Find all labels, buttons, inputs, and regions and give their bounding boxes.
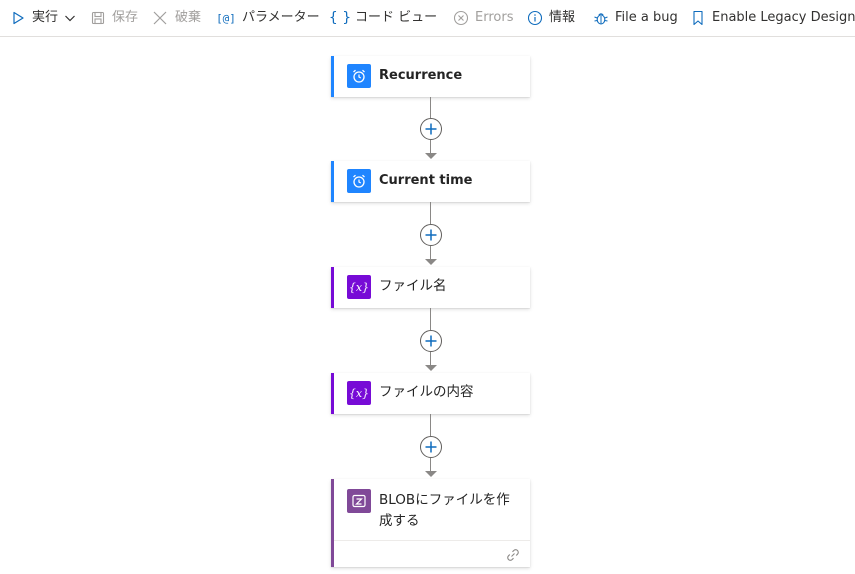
plus-icon	[425, 441, 437, 453]
plus-icon	[425, 229, 437, 241]
connector-line	[430, 97, 431, 118]
discard-label: 破棄	[175, 10, 202, 25]
card-accent	[331, 56, 334, 97]
save-icon	[90, 10, 106, 26]
save-button[interactable]: 保存	[90, 0, 138, 36]
info-button[interactable]: 情報	[527, 0, 575, 36]
workflow-canvas: Recurrence Current time {x} ファイル名	[0, 37, 855, 574]
code-view-button[interactable]: { } コード ビュー	[328, 0, 438, 36]
info-label: 情報	[549, 10, 576, 25]
parameters-button[interactable]: [@] パラメーター	[216, 0, 320, 36]
link-icon[interactable]	[506, 547, 520, 561]
connector-line	[430, 458, 431, 472]
errors-label: Errors	[475, 10, 514, 25]
run-label: 実行	[32, 10, 59, 25]
connector-line	[430, 414, 431, 436]
variable-icon: {x}	[347, 275, 371, 299]
bookmark-icon	[690, 10, 706, 26]
connector-line	[430, 140, 431, 154]
step-card-file-content[interactable]: {x} ファイルの内容	[331, 373, 530, 414]
card-accent	[331, 373, 334, 414]
connector-line	[430, 308, 431, 330]
enable-legacy-designer-button[interactable]: Enable Legacy Designer	[690, 0, 855, 36]
step-title: Recurrence	[379, 68, 463, 83]
code-view-label: コード ビュー	[355, 10, 438, 25]
run-button[interactable]: 実行	[10, 0, 58, 36]
connector-arrow	[425, 365, 437, 371]
connector-arrow	[425, 259, 437, 265]
card-accent	[331, 479, 334, 567]
file-bug-label: File a bug	[615, 10, 678, 25]
connector-line	[430, 246, 431, 260]
step-card-recurrence[interactable]: Recurrence	[331, 56, 530, 97]
save-label: 保存	[112, 10, 139, 25]
connector-line	[430, 352, 431, 366]
close-icon	[151, 10, 169, 26]
plus-icon	[425, 335, 437, 347]
parameters-icon: [@]	[216, 11, 236, 25]
code-braces-icon: { }	[328, 10, 352, 26]
add-step-button[interactable]	[420, 330, 442, 352]
card-accent	[331, 267, 334, 308]
designer-toolbar: 実行 保存 破棄 [@] パラメーター { } コード ビュー Errors 情…	[0, 0, 855, 37]
errors-button[interactable]: Errors	[453, 0, 513, 36]
alarm-clock-icon	[347, 169, 371, 193]
step-title: ファイルの内容	[379, 384, 474, 400]
add-step-button[interactable]	[420, 436, 442, 458]
discard-button[interactable]: 破棄	[151, 0, 201, 36]
step-card-create-blob[interactable]: BLOBにファイルを作成する	[331, 479, 530, 567]
blob-storage-icon	[347, 489, 371, 513]
plus-icon	[425, 123, 437, 135]
connector-arrow	[425, 471, 437, 477]
info-icon	[527, 10, 543, 26]
chevron-down-icon	[64, 12, 76, 24]
connector-line	[430, 202, 431, 224]
connector-arrow	[425, 153, 437, 159]
card-footer	[334, 540, 530, 567]
step-card-file-name[interactable]: {x} ファイル名	[331, 267, 530, 308]
enable-legacy-designer-label: Enable Legacy Designer	[712, 10, 855, 25]
step-title: Current time	[379, 173, 473, 188]
bug-icon	[593, 10, 609, 26]
step-card-current-time[interactable]: Current time	[331, 161, 530, 202]
error-circle-icon	[453, 10, 469, 26]
add-step-button[interactable]	[420, 224, 442, 246]
variable-icon: {x}	[347, 381, 371, 405]
alarm-clock-icon	[347, 64, 371, 88]
step-title: BLOBにファイルを作成する	[379, 492, 510, 529]
parameters-label: パラメーター	[242, 10, 320, 25]
file-bug-button[interactable]: File a bug	[593, 0, 678, 36]
run-dropdown-button[interactable]	[64, 0, 76, 36]
play-icon	[10, 10, 26, 26]
step-title: ファイル名	[379, 278, 447, 294]
add-step-button[interactable]	[420, 118, 442, 140]
card-accent	[331, 161, 334, 202]
